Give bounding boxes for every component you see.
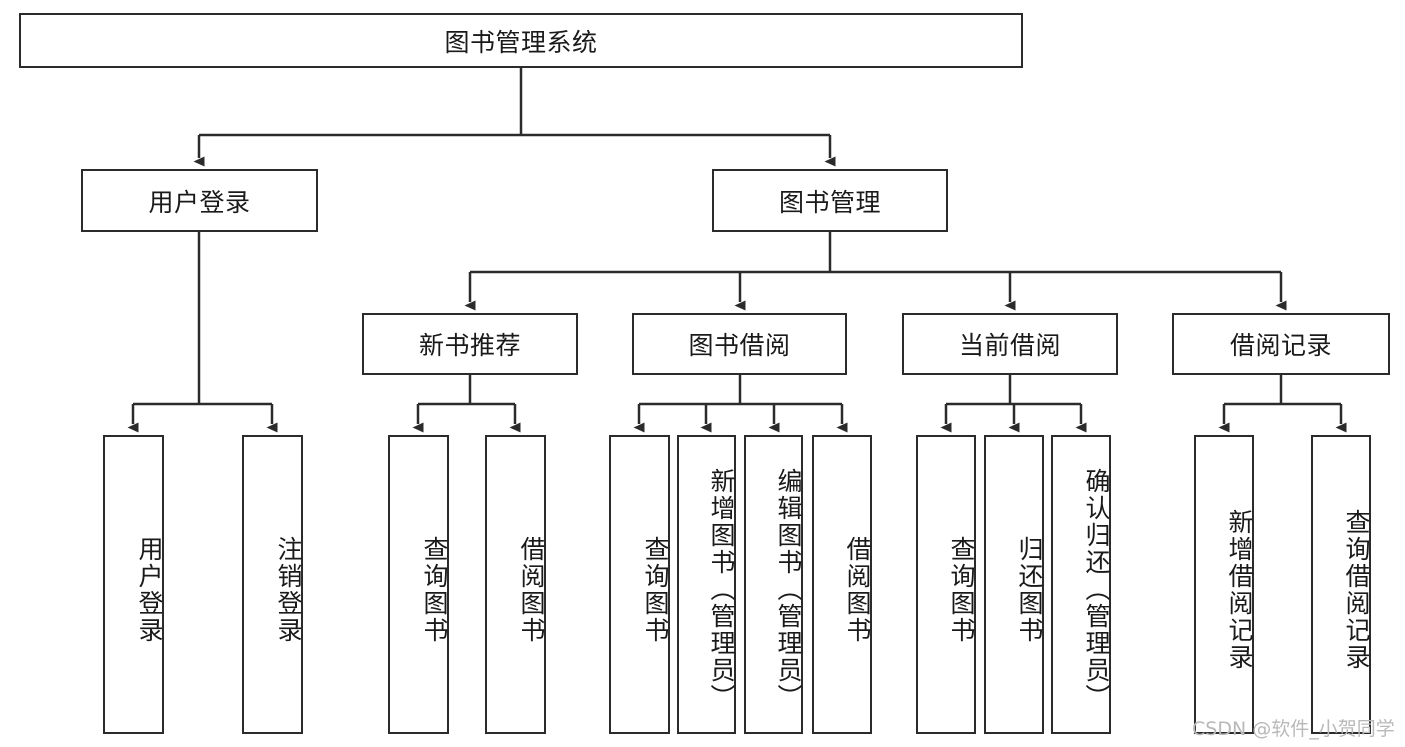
- node-label: 查询图书: [947, 535, 976, 644]
- leaf-return-book[interactable]: 归还图书: [984, 435, 1044, 734]
- node-user-login[interactable]: 用户登录: [81, 169, 318, 232]
- leaf-query-book-current[interactable]: 查询图书: [916, 435, 976, 734]
- node-label: 图书管理: [778, 187, 881, 217]
- node-label: 图书管理系统: [444, 27, 598, 57]
- node-root-book-management-system[interactable]: 图书管理系统: [19, 13, 1023, 68]
- node-label: 当前借阅: [958, 331, 1061, 360]
- leaf-query-borrow-record[interactable]: 查询借阅记录: [1311, 435, 1371, 734]
- csdn-watermark: CSDN @软件_小贺同学: [1192, 718, 1395, 740]
- node-label: 用户登录: [148, 187, 251, 217]
- leaf-add-borrow-record[interactable]: 新增借阅记录: [1194, 435, 1254, 734]
- node-label: 查询图书: [641, 535, 670, 644]
- leaf-query-book-borrow[interactable]: 查询图书: [609, 435, 670, 734]
- leaf-logout[interactable]: 注销登录: [242, 435, 303, 734]
- leaf-confirm-return-admin[interactable]: 确认归还（管理员）: [1051, 435, 1111, 734]
- node-label: 借阅图书: [843, 535, 872, 644]
- leaf-query-book-recommend[interactable]: 查询图书: [388, 435, 449, 734]
- node-label: 借阅记录: [1229, 331, 1332, 360]
- node-label: 归还图书: [1015, 535, 1044, 644]
- node-current-borrowing[interactable]: 当前借阅: [902, 313, 1118, 375]
- node-new-book-recommendation[interactable]: 新书推荐: [362, 313, 578, 375]
- node-label: 注销登录: [274, 535, 303, 644]
- node-book-borrowing[interactable]: 图书借阅: [632, 313, 847, 375]
- node-label: 图书借阅: [688, 331, 791, 360]
- node-borrowing-records[interactable]: 借阅记录: [1172, 313, 1390, 375]
- node-label: 确认归还（管理员）: [1082, 468, 1111, 711]
- node-label: 查询图书: [420, 535, 449, 644]
- node-label: 新书推荐: [418, 331, 521, 360]
- node-book-management[interactable]: 图书管理: [712, 169, 948, 232]
- node-label: 借阅图书: [517, 535, 546, 644]
- node-label: 新增借阅记录: [1225, 508, 1254, 671]
- leaf-user-login[interactable]: 用户登录: [103, 435, 164, 734]
- node-label: 编辑图书（管理员）: [774, 468, 803, 711]
- leaf-add-book-admin[interactable]: 新增图书（管理员）: [677, 435, 736, 734]
- node-label: 新增图书（管理员）: [707, 468, 736, 711]
- node-label: 查询借阅记录: [1342, 508, 1371, 671]
- node-label: 用户登录: [135, 535, 164, 644]
- leaf-edit-book-admin[interactable]: 编辑图书（管理员）: [744, 435, 803, 734]
- leaf-borrow-book-recommend[interactable]: 借阅图书: [485, 435, 546, 734]
- leaf-borrow-book[interactable]: 借阅图书: [812, 435, 872, 734]
